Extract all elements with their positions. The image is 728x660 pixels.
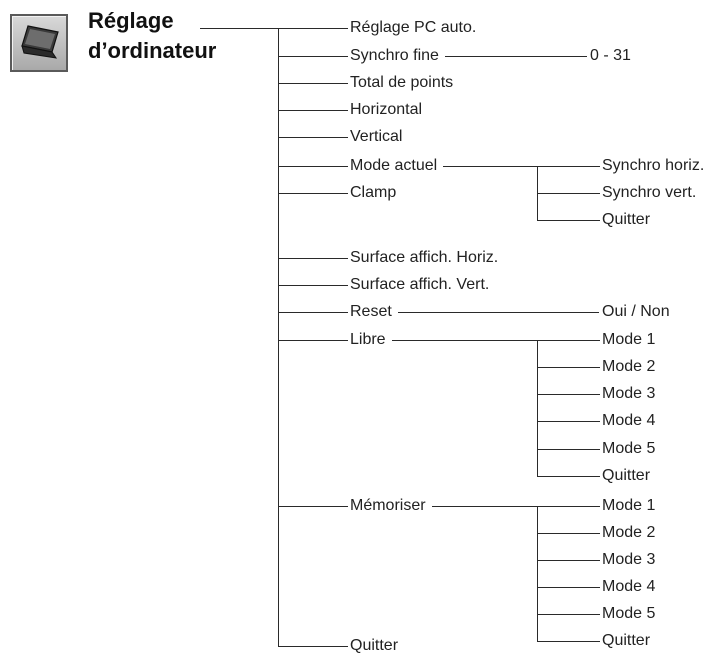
branch-line-surface-affich-vert bbox=[278, 285, 348, 286]
menu-item-synchro-fine: Synchro fine bbox=[350, 47, 439, 64]
branch-line-vertical bbox=[278, 137, 348, 138]
branch-line-mode-actuel bbox=[278, 166, 348, 167]
branch-line-horizontal bbox=[278, 110, 348, 111]
menu-item-reset: Reset bbox=[350, 303, 392, 320]
branch-line-reglage-pc-auto bbox=[278, 28, 348, 29]
sub-branch-memoriser-2 bbox=[537, 560, 600, 561]
menu-item-total-de-points: Total de points bbox=[350, 74, 454, 91]
value-connector-reset bbox=[398, 312, 599, 313]
sub-branch-memoriser-4 bbox=[537, 614, 600, 615]
branch-line-quitter bbox=[278, 646, 348, 647]
page-title-line-1: Réglage bbox=[88, 8, 174, 33]
submenu-item-libre-3: Mode 4 bbox=[602, 412, 656, 429]
value-synchro-fine: 0 - 31 bbox=[590, 47, 631, 64]
computer-settings-icon-box bbox=[10, 14, 68, 72]
sub-branch-memoriser-1 bbox=[537, 533, 600, 534]
value-connector-synchro-fine bbox=[445, 56, 587, 57]
sub-branch-memoriser-5 bbox=[537, 641, 600, 642]
submenu-item-memoriser-2: Mode 3 bbox=[602, 551, 656, 568]
sub-connector-mode-actuel bbox=[443, 166, 537, 167]
sub-branch-libre-4 bbox=[537, 449, 600, 450]
submenu-item-memoriser-0: Mode 1 bbox=[602, 497, 656, 514]
value-reset: Oui / Non bbox=[602, 303, 670, 320]
menu-item-mode-actuel: Mode actuel bbox=[350, 157, 438, 174]
submenu-item-memoriser-1: Mode 2 bbox=[602, 524, 656, 541]
submenu-item-libre-2: Mode 3 bbox=[602, 385, 656, 402]
menu-item-reglage-pc-auto: Réglage PC auto. bbox=[350, 19, 477, 36]
sub-branch-libre-0 bbox=[537, 340, 600, 341]
branch-line-clamp bbox=[278, 193, 348, 194]
laptop-icon bbox=[21, 25, 59, 59]
submenu-item-memoriser-4: Mode 5 bbox=[602, 605, 656, 622]
title-connector-line bbox=[200, 28, 279, 29]
menu-item-vertical: Vertical bbox=[350, 128, 403, 145]
sub-branch-mode-actuel-2 bbox=[537, 220, 600, 221]
branch-line-reset bbox=[278, 312, 348, 313]
submenu-item-libre-0: Mode 1 bbox=[602, 331, 656, 348]
submenu-item-libre-1: Mode 2 bbox=[602, 358, 656, 375]
submenu-item-memoriser-3: Mode 4 bbox=[602, 578, 656, 595]
sub-branch-libre-2 bbox=[537, 394, 600, 395]
sub-connector-libre bbox=[392, 340, 537, 341]
menu-item-libre: Libre bbox=[350, 331, 386, 348]
submenu-item-mode-actuel-2: Quitter bbox=[602, 211, 651, 228]
menu-item-surface-affich-vert: Surface affich. Vert. bbox=[350, 276, 490, 293]
branch-line-synchro-fine bbox=[278, 56, 348, 57]
sub-branch-memoriser-3 bbox=[537, 587, 600, 588]
menu-item-quitter: Quitter bbox=[350, 637, 399, 654]
page-title-line-2: d’ordinateur bbox=[88, 38, 217, 63]
menu-item-clamp: Clamp bbox=[350, 184, 397, 201]
submenu-item-mode-actuel-0: Synchro horiz. bbox=[602, 157, 705, 174]
sub-branch-mode-actuel-1 bbox=[537, 193, 600, 194]
sub-branch-memoriser-0 bbox=[537, 506, 600, 507]
sub-trunk-memoriser bbox=[537, 506, 538, 642]
menu-item-horizontal: Horizontal bbox=[350, 101, 423, 118]
branch-line-surface-affich-horiz bbox=[278, 258, 348, 259]
sub-branch-libre-3 bbox=[537, 421, 600, 422]
menu-item-surface-affich-horiz: Surface affich. Horiz. bbox=[350, 249, 499, 266]
submenu-item-libre-4: Mode 5 bbox=[602, 440, 656, 457]
branch-line-memoriser bbox=[278, 506, 348, 507]
branch-line-total-de-points bbox=[278, 83, 348, 84]
submenu-item-memoriser-5: Quitter bbox=[602, 632, 651, 649]
sub-branch-libre-1 bbox=[537, 367, 600, 368]
sub-branch-mode-actuel-0 bbox=[537, 166, 600, 167]
submenu-item-mode-actuel-1: Synchro vert. bbox=[602, 184, 697, 201]
menu-item-memoriser: Mémoriser bbox=[350, 497, 426, 514]
submenu-item-libre-5: Quitter bbox=[602, 467, 651, 484]
branch-line-libre bbox=[278, 340, 348, 341]
main-trunk-line bbox=[278, 28, 279, 647]
sub-branch-libre-5 bbox=[537, 476, 600, 477]
sub-connector-memoriser bbox=[432, 506, 537, 507]
sub-trunk-libre bbox=[537, 340, 538, 477]
